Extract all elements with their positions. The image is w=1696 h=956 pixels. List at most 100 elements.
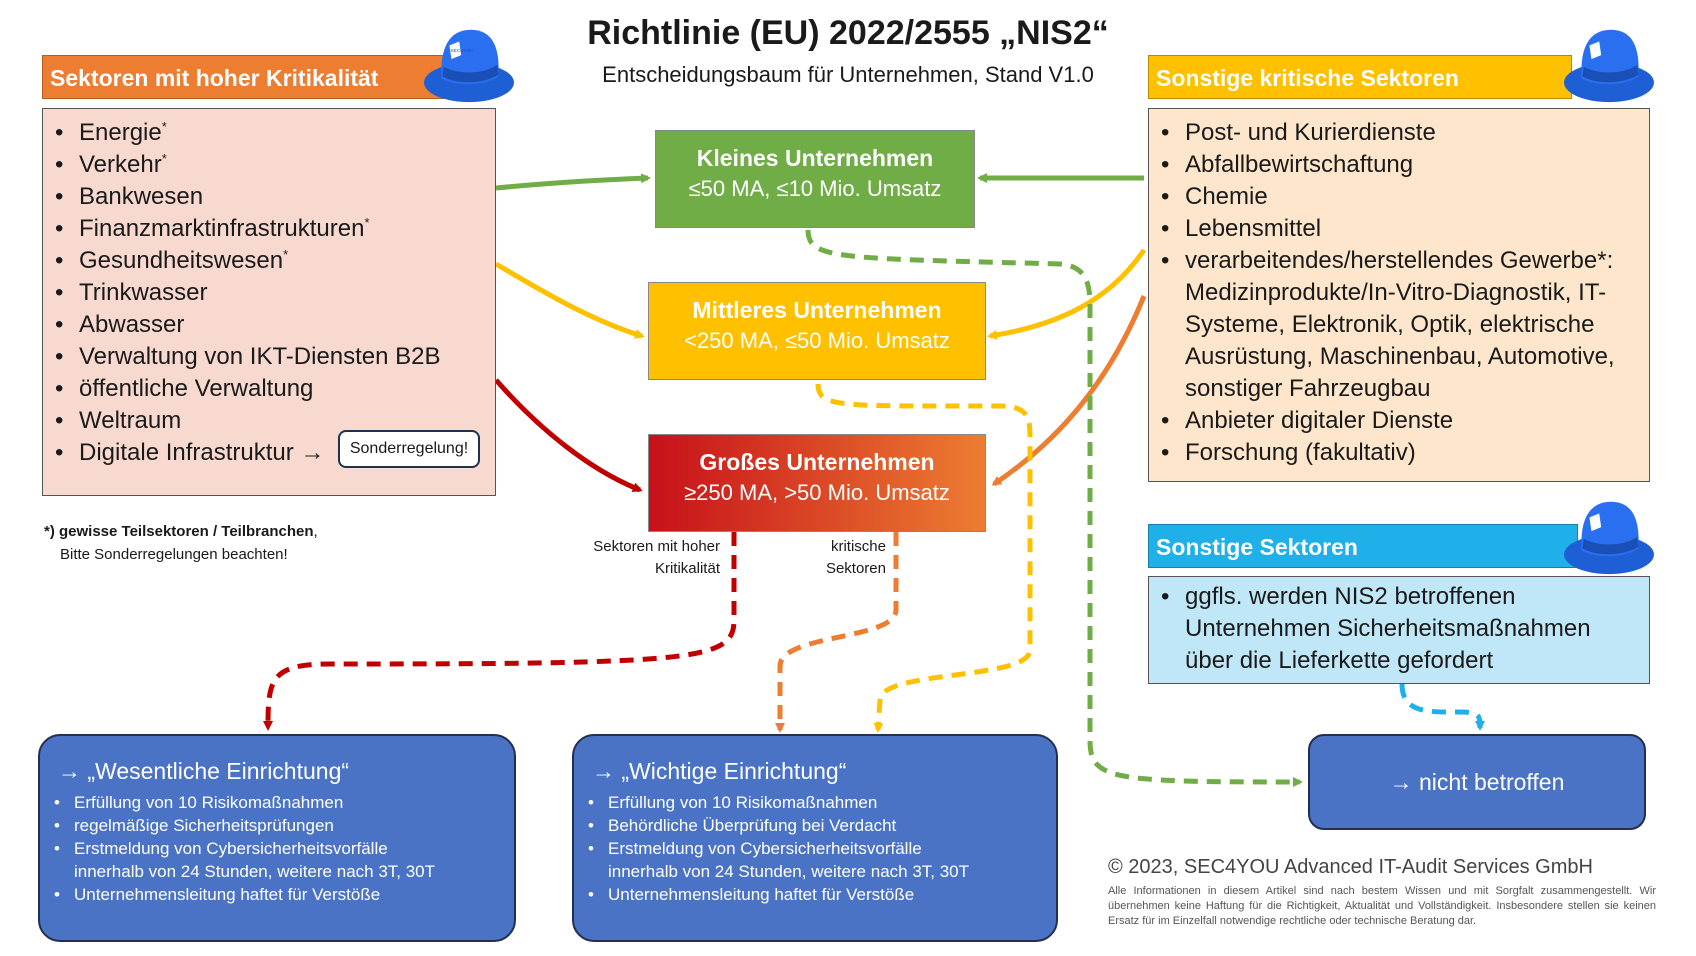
other-critical-item: sonstiger Fahrzeugbau [1185, 375, 1431, 402]
important-item-4: innerhalb von 24 Stunden, weitere nach 3… [608, 862, 970, 881]
high-criticality-item-label: Energie [79, 119, 162, 146]
arrow-critical-to-medium [987, 248, 1147, 340]
arrow-medium-to-important [815, 383, 1033, 733]
page-subtitle: Entscheidungsbaum für Unternehmen, Stand… [602, 62, 1094, 87]
other-critical-item: Chemie [1159, 181, 1639, 213]
high-criticality-item-label: Finanzmarktinfrastrukturen [79, 215, 365, 242]
high-criticality-item-label: öffentliche Verwaltung [79, 375, 314, 402]
other-critical-item: Systeme, Elektronik, Optik, elektrische [1185, 311, 1595, 338]
medium-company-criteria: <250 MA, ≤50 Mio. Umsatz [684, 328, 950, 353]
other-critical-item: Lebensmittel [1159, 213, 1639, 245]
other-critical-box: Post- und KurierdiensteAbfallbewirtschaf… [1148, 108, 1650, 482]
other-critical-header: Sonstige kritische Sektoren [1148, 55, 1572, 99]
branch-label-critical: kritische Sektoren [786, 536, 886, 580]
copyright: © 2023, SEC4YOU Advanced IT-Audit Servic… [1108, 856, 1593, 878]
important-item-5: Unternehmensleitung haftet für Verstöße [588, 883, 1056, 906]
branch-label-high: Sektoren mit hoher Kritikalität [560, 536, 720, 580]
high-criticality-item-label: Digitale Infrastruktur → [79, 439, 325, 466]
footnote-star: * [283, 247, 289, 262]
high-criticality-item: Verwaltung von IKT-Diensten B2B [53, 341, 485, 373]
other-critical-item: Forschung (fakultativ) [1159, 437, 1639, 469]
medium-company-title: Mittleres Unternehmen [692, 297, 942, 323]
medium-company-box: Mittleres Unternehmen <250 MA, ≤50 Mio. … [648, 282, 986, 380]
high-criticality-item: Bankwesen [53, 181, 485, 213]
essential-item-3: Erstmeldung von Cybersicherheitsvorfälle [54, 837, 514, 860]
other-sectors-line-3: über die Lieferkette gefordert [1185, 647, 1494, 674]
hat-logo-icon [1564, 501, 1654, 575]
high-criticality-item-label: Bankwesen [79, 183, 204, 210]
branch-label-high-2: Kritikalität [654, 560, 720, 577]
other-sectors-line-1: ggfls. werden NIS2 betroffenen [1159, 581, 1639, 613]
essential-item-5: Unternehmensleitung haftet für Verstöße [54, 883, 514, 906]
essential-entity-box: → „Wesentliche Einrichtung“ Erfüllung vo… [38, 734, 516, 942]
branch-label-critical-1: kritische [830, 538, 886, 555]
important-entity-title: → „Wichtige Einrichtung“ [592, 758, 847, 784]
essential-entity-title: → „Wesentliche Einrichtung“ [58, 758, 350, 784]
high-criticality-item-label: Weltraum [79, 407, 182, 434]
small-company-criteria: ≤50 MA, ≤10 Mio. Umsatz [688, 176, 942, 201]
footnote: *) gewisse Teilsektoren / Teilbranchen, … [44, 520, 464, 566]
hat-logo-icon [1564, 29, 1654, 103]
high-criticality-item: Gesundheitswesen* [53, 245, 485, 277]
other-sectors-line-2: Unternehmen Sicherheitsmaßnahmen [1185, 615, 1591, 642]
large-company-criteria: ≥250 MA, >50 Mio. Umsatz [684, 480, 950, 505]
branch-label-critical-2: Sektoren [825, 560, 886, 577]
high-criticality-item-label: Gesundheitswesen [79, 247, 284, 274]
other-critical-item: Abfallbewirtschaftung [1159, 149, 1639, 181]
high-criticality-box: Energie*Verkehr*BankwesenFinanzmarktinfr… [42, 108, 496, 496]
arrow-high-to-medium [494, 261, 645, 339]
important-item-2: Behördliche Überprüfung bei Verdacht [588, 814, 1056, 837]
high-criticality-item: Finanzmarktinfrastrukturen* [53, 213, 485, 245]
high-criticality-header: Sektoren mit hoher Kritikalität [42, 55, 462, 99]
high-criticality-item: Trinkwasser [53, 277, 485, 309]
important-item-3: Erstmeldung von Cybersicherheitsvorfälle [588, 837, 1056, 860]
other-critical-item: Anbieter digitaler Dienste [1159, 405, 1639, 437]
large-company-title: Großes Unternehmen [699, 449, 935, 475]
high-criticality-item-label: Trinkwasser [79, 279, 208, 306]
high-criticality-item-label: Verwaltung von IKT-Diensten B2B [79, 343, 441, 370]
hat-badge-text: SEC4YOU [450, 48, 474, 54]
large-company-box: Großes Unternehmen ≥250 MA, >50 Mio. Ums… [648, 434, 986, 532]
other-critical-item: Medizinprodukte/In-Vitro-Diagnostik, IT- [1185, 279, 1607, 306]
arrow-other-to-not-affected [1399, 683, 1485, 731]
arrow-high-to-small [495, 173, 651, 191]
high-criticality-item-label: Abwasser [79, 311, 185, 338]
other-critical-item: Ausrüstung, Maschinenbau, Automotive, [1185, 343, 1615, 370]
footnote-star: * [161, 119, 167, 134]
arrow-large-critical-to-important [775, 532, 899, 733]
disclaimer: Alle Informationen in diesem Artikel sin… [1108, 885, 1656, 927]
other-sectors-box: ggfls. werden NIS2 betroffenen Unternehm… [1148, 576, 1650, 684]
essential-item-4: innerhalb von 24 Stunden, weitere nach 3… [74, 862, 436, 881]
arrow-large-high-to-essential [263, 532, 737, 731]
high-criticality-item: Verkehr* [53, 149, 485, 181]
high-criticality-item: Weltraum [53, 405, 485, 437]
not-affected-box: → nicht betroffen [1308, 734, 1646, 830]
small-company-box: Kleines Unternehmen ≤50 MA, ≤10 Mio. Ums… [655, 130, 975, 228]
essential-item-2: regelmäßige Sicherheitsprüfungen [54, 814, 514, 837]
high-criticality-item: Digitale Infrastruktur → [53, 437, 485, 469]
footnote-star: * [364, 215, 370, 230]
other-critical-item: Post- und Kurierdienste [1159, 117, 1639, 149]
high-criticality-item: öffentliche Verwaltung [53, 373, 485, 405]
footnote-star: * [161, 151, 167, 166]
high-criticality-item: Energie* [53, 117, 485, 149]
special-rule-badge: Sonderregelung! [338, 430, 480, 468]
small-company-title: Kleines Unternehmen [696, 145, 934, 171]
other-critical-item: verarbeitendes/herstellendes Gewerbe*: [1159, 245, 1639, 277]
high-criticality-list: Energie*Verkehr*BankwesenFinanzmarktinfr… [53, 117, 485, 469]
high-criticality-item-label: Verkehr [79, 151, 162, 178]
footnote-bold: *) gewisse Teilsektoren / Teilbranchen [44, 523, 314, 540]
important-entity-box: → „Wichtige Einrichtung“ Erfüllung von 1… [572, 734, 1058, 942]
page-title: Richtlinie (EU) 2022/2555 „NIS2“ [587, 14, 1109, 52]
high-criticality-item: Abwasser [53, 309, 485, 341]
important-item-1: Erfüllung von 10 Risikomaßnahmen [588, 791, 1056, 814]
other-sectors-header: Sonstige Sektoren [1148, 524, 1578, 568]
arrow-critical-to-large [991, 295, 1147, 487]
footnote-line2: Bitte Sonderregelungen beachten! [60, 546, 288, 563]
other-critical-list: Post- und KurierdiensteAbfallbewirtschaf… [1159, 117, 1639, 469]
hat-logo-icon: SEC4YOU [424, 29, 514, 103]
essential-item-1: Erfüllung von 10 Risikomaßnahmen [54, 791, 514, 814]
arrow-high-to-large [494, 378, 643, 493]
footnote-rest: , [313, 523, 318, 540]
